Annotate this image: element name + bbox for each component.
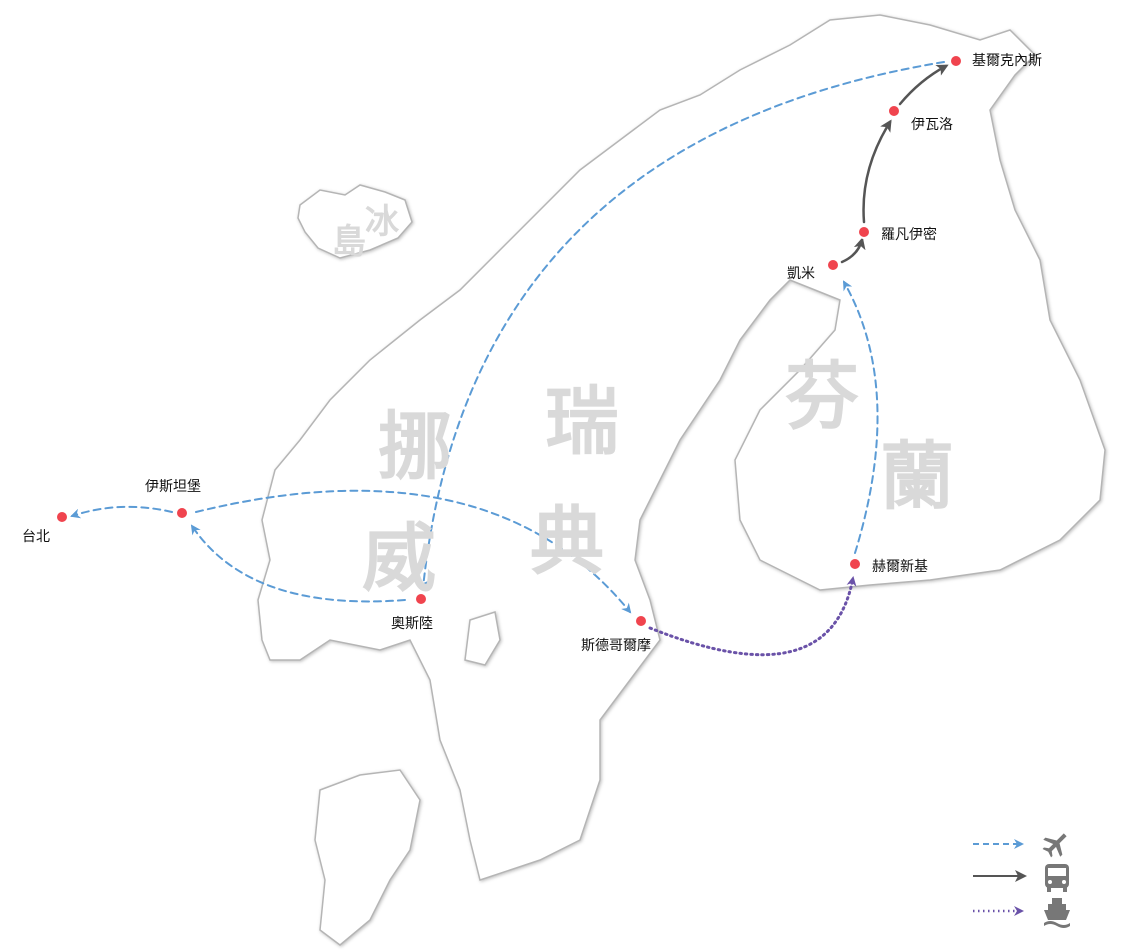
city-marker-helsinki[interactable] <box>848 557 862 571</box>
bus-icon <box>1045 864 1069 892</box>
denmark-landmass <box>314 769 421 946</box>
city-label-ivalo: 伊瓦洛 <box>911 117 953 133</box>
country-label-finland-1: 芬 <box>785 354 859 440</box>
city-label-kirkenes: 基爾克內斯 <box>972 53 1042 69</box>
route-bus-ivalo-kirkenes <box>898 64 949 106</box>
scandinavia-landmass <box>257 14 1106 881</box>
country-label-iceland-1: 冰 <box>365 202 399 242</box>
city-label-istanbul: 伊斯坦堡 <box>145 479 201 495</box>
country-label-iceland-2: 島 <box>332 222 366 262</box>
route-flight-istanbul-taipei <box>70 505 173 519</box>
city-label-oslo: 奧斯陸 <box>391 616 433 632</box>
city-marker-istanbul[interactable] <box>175 506 189 520</box>
city-label-rovaniemi: 羅凡伊密 <box>881 227 937 243</box>
airplane-icon <box>1042 833 1067 858</box>
city-label-stockholm: 斯德哥爾摩 <box>581 638 651 654</box>
city-marker-ivalo[interactable] <box>887 104 901 118</box>
route-flight-istanbul-stockholm <box>195 489 632 614</box>
route-flight-kirkenes-oslo <box>418 61 945 590</box>
city-marker-stockholm[interactable] <box>634 614 648 628</box>
legend <box>973 833 1070 928</box>
route-bus-rovaniemi-ivalo <box>862 119 892 224</box>
ship-icon <box>1044 898 1070 928</box>
gotland-landmass <box>464 611 501 666</box>
country-label-norway-1: 挪 <box>378 404 452 490</box>
iceland-landmass <box>297 184 413 259</box>
route-bus-kemi-rovaniemi <box>840 237 866 264</box>
city-label-taipei: 台北 <box>22 529 50 545</box>
country-label-sweden-1: 瑞 <box>545 379 619 465</box>
country-label-finland-2: 蘭 <box>880 434 954 520</box>
city-label-kemi: 凱米 <box>787 266 815 282</box>
city-marker-taipei[interactable] <box>55 510 69 524</box>
route-ferry-stockholm-helsinki <box>648 576 857 657</box>
route-flight-helsinki-kemi <box>843 280 879 554</box>
route-flight-oslo-istanbul <box>190 524 406 603</box>
city-marker-rovaniemi[interactable] <box>857 225 871 239</box>
city-label-helsinki: 赫爾新基 <box>872 559 928 575</box>
city-marker-kirkenes[interactable] <box>949 54 963 68</box>
country-label-sweden-2: 典 <box>530 499 604 585</box>
country-label-norway-2: 威 <box>362 516 436 602</box>
city-marker-kemi[interactable] <box>826 258 840 272</box>
city-marker-oslo[interactable] <box>414 592 428 606</box>
